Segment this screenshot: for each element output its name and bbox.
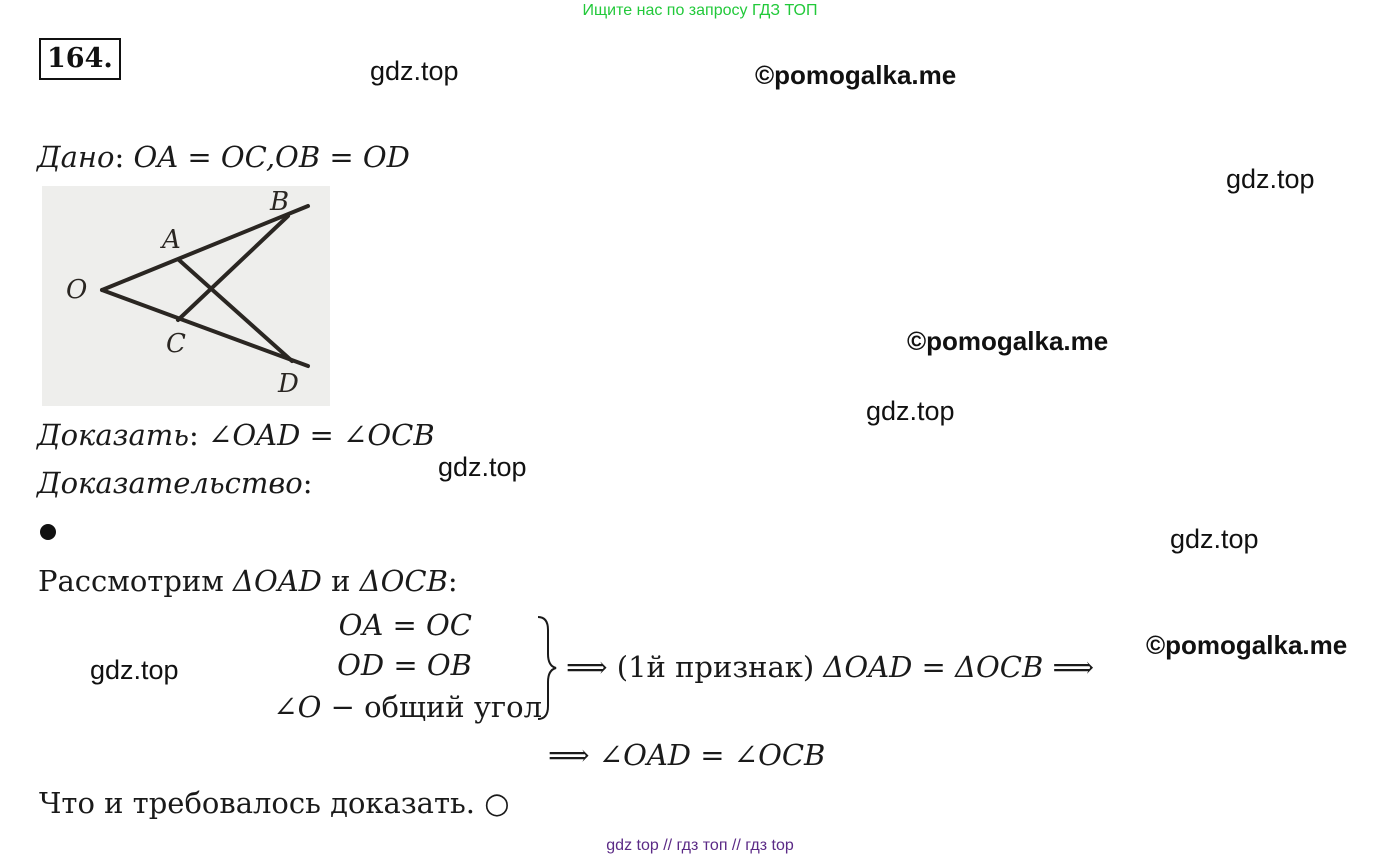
- common-angle-text: − общий угол: [321, 690, 542, 724]
- prove-label: Доказать: [37, 418, 190, 452]
- watermark-pomogalka: ©pomogalka.me: [907, 326, 1109, 356]
- bullet-point: [40, 524, 56, 540]
- consider-prefix: Рассмотрим: [38, 564, 234, 598]
- watermark-pomogalka: ©pomogalka.me: [1146, 630, 1348, 660]
- triangles-equal: ΔOAD = ΔOCB: [823, 650, 1044, 684]
- conclusion-line: ⟹ ∠OAD = ∠OCB: [548, 738, 826, 772]
- segment-od: [100, 288, 310, 368]
- given-line: Дано: OA = OC,OB = OD: [37, 140, 410, 174]
- given-colon: :: [114, 140, 125, 174]
- label-d: D: [277, 369, 299, 399]
- watermark-gdz: gdz.top: [1170, 524, 1259, 554]
- watermark-gdz: gdz.top: [370, 56, 459, 86]
- label-a: A: [160, 225, 181, 255]
- label-b: B: [269, 187, 289, 217]
- implication-arrow: ⟹: [1043, 650, 1095, 684]
- triangle-oad: ΔOAD: [233, 564, 322, 598]
- condition-od-ob: OD = OB: [337, 648, 472, 682]
- geometry-figure: O A B C D: [42, 186, 330, 406]
- triangle-diagram: O A B C D: [66, 187, 310, 399]
- consider-and: и: [321, 564, 360, 598]
- label-c: C: [166, 329, 186, 359]
- bottom-nav-links[interactable]: gdz top // гдз топ // гдз top: [606, 837, 794, 854]
- consider-colon: :: [447, 564, 458, 598]
- segment-ob: [100, 204, 310, 292]
- segment-ad: [177, 258, 294, 363]
- implication-criterion: ⟹ (1й признак): [566, 650, 824, 684]
- watermark-gdz: gdz.top: [866, 396, 955, 426]
- condition-oa-oc: OA = OC: [338, 608, 472, 642]
- watermark-gdz: gdz.top: [1226, 164, 1315, 194]
- watermark-gdz: gdz.top: [438, 452, 527, 482]
- label-o: O: [66, 275, 87, 305]
- proof-colon: :: [302, 466, 313, 500]
- right-brace: [537, 616, 557, 720]
- given-label: Дано: [37, 140, 115, 174]
- proof-heading: Доказательство:: [37, 466, 313, 500]
- angle-o: ∠O: [273, 690, 322, 724]
- given-expression: OA = OC,OB = OD: [133, 140, 410, 174]
- prove-colon: :: [189, 418, 199, 452]
- problem-number: 164.: [39, 38, 121, 80]
- watermark-gdz: gdz.top: [90, 655, 179, 685]
- triangle-ocb: ΔOCB: [359, 564, 448, 598]
- top-banner: Ищите нас по запросу ГДЗ ТОП: [582, 2, 818, 19]
- qed-line: Что и требовалось доказать. ○: [39, 786, 510, 820]
- consider-line: Рассмотрим ΔOAD и ΔOCB:: [38, 564, 458, 598]
- watermark-pomogalka: ©pomogalka.me: [755, 60, 957, 90]
- condition-common-angle: ∠O − общий угол: [250, 690, 542, 724]
- implication-line: ⟹ (1й признак) ΔOAD = ΔOCB ⟹: [566, 650, 1094, 684]
- segment-cb: [176, 214, 290, 322]
- prove-line: Доказать: ∠OAD = ∠OCB: [37, 418, 435, 452]
- proof-label: Доказательство: [37, 466, 303, 500]
- prove-expression: ∠OAD = ∠OCB: [208, 418, 435, 452]
